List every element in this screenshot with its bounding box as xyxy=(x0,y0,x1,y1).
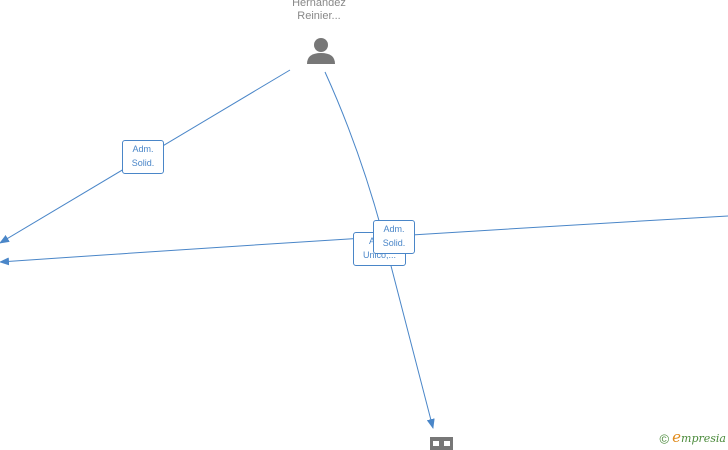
edge-label-left-line1: Adm. xyxy=(132,144,154,154)
edge-label-left[interactable]: Adm. Solid. xyxy=(122,140,164,174)
person-name-line2: Reinier... xyxy=(297,10,341,22)
person-node-label[interactable]: Hernandez Reinier... xyxy=(269,0,369,23)
person-icon[interactable] xyxy=(307,38,335,64)
person-name-line1: Hernandez xyxy=(292,0,346,9)
edge-label-center-upper[interactable]: Adm. Solid. xyxy=(373,220,415,254)
edge-label-left-line2: Solid. xyxy=(131,158,155,168)
building-icon[interactable] xyxy=(430,437,453,450)
copyright-symbol: © xyxy=(659,432,670,447)
edge-label-center-upper-line1: Adm. xyxy=(383,224,405,234)
brand-watermark: © empresia xyxy=(659,428,726,447)
edge-label-center-lower-line2: Unico,... xyxy=(362,250,396,260)
edge-label-center-upper-line2: Solid. xyxy=(382,238,406,248)
brand-logo-initial: e xyxy=(672,428,682,447)
brand-logo-name: mpresia xyxy=(681,432,726,446)
